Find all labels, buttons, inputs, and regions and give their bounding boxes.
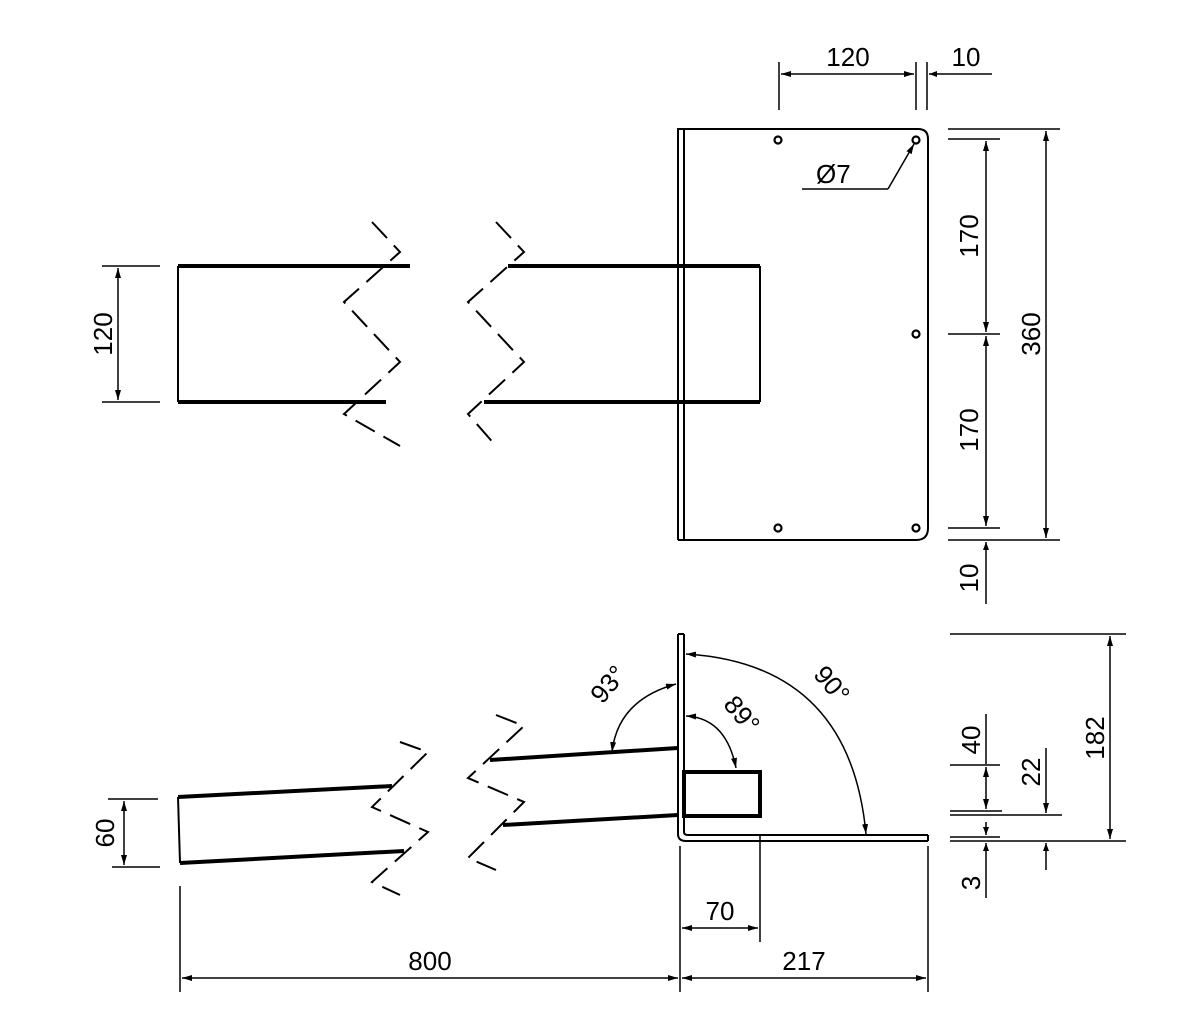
dim-label: 90° <box>808 660 856 709</box>
dim-label: 10 <box>954 564 984 593</box>
dim-angle-93: 93° <box>584 660 677 753</box>
dim-label: 170 <box>954 408 984 451</box>
top-arm-left <box>177 264 410 404</box>
side-view: 93° 89° 90° 60 182 <box>90 633 1126 992</box>
dim-label: 360 <box>1016 312 1046 355</box>
side-arm-right <box>489 746 679 827</box>
dim-label: 800 <box>408 946 451 976</box>
mounting-hole <box>911 523 921 533</box>
wall-plate-front <box>677 128 929 541</box>
dim-arm-width: 120 <box>88 265 160 403</box>
stub-block <box>682 770 762 818</box>
mounting-hole <box>773 523 783 533</box>
dim-label: 60 <box>90 819 120 848</box>
dim-label: 22 <box>1016 758 1046 787</box>
dim-label: 89° <box>718 690 766 739</box>
dim-label: 170 <box>954 214 984 257</box>
mounting-hole <box>911 329 921 339</box>
plate-profile <box>677 634 928 842</box>
side-arm-left <box>177 784 405 865</box>
break-line-left <box>370 741 430 896</box>
dim-label: 93° <box>584 660 632 709</box>
dim-label: 70 <box>706 896 735 926</box>
dim-label: Ø7 <box>816 159 851 189</box>
dim-arm-height: 60 <box>90 798 160 868</box>
dim-angle-90: 90° <box>685 651 869 835</box>
mounting-hole <box>911 135 921 145</box>
dim-label: 120 <box>826 42 869 72</box>
dim-label: 217 <box>782 946 825 976</box>
dim-plate-vertical: 170 170 360 10 <box>948 128 1060 604</box>
break-line-right <box>466 221 526 447</box>
top-view: 120 120 10 Ø7 <box>88 42 1060 604</box>
dim-label: 40 <box>956 726 986 755</box>
dim-angle-89: 89° <box>685 690 766 769</box>
dim-hole-diameter: Ø7 <box>802 143 915 190</box>
dim-label: 182 <box>1080 716 1110 759</box>
break-line-right <box>466 714 526 871</box>
dim-label: 120 <box>88 312 118 355</box>
dim-side-vertical: 182 40 22 3 <box>950 633 1126 898</box>
dim-side-horizontal: 70 800 217 <box>179 836 929 992</box>
top-arm-right <box>484 264 761 404</box>
dim-label: 3 <box>956 876 986 890</box>
dim-hole-spacing-x: 120 10 <box>778 42 992 110</box>
dim-label: 10 <box>952 42 981 72</box>
break-line-left <box>342 221 402 447</box>
mounting-hole <box>773 135 783 145</box>
